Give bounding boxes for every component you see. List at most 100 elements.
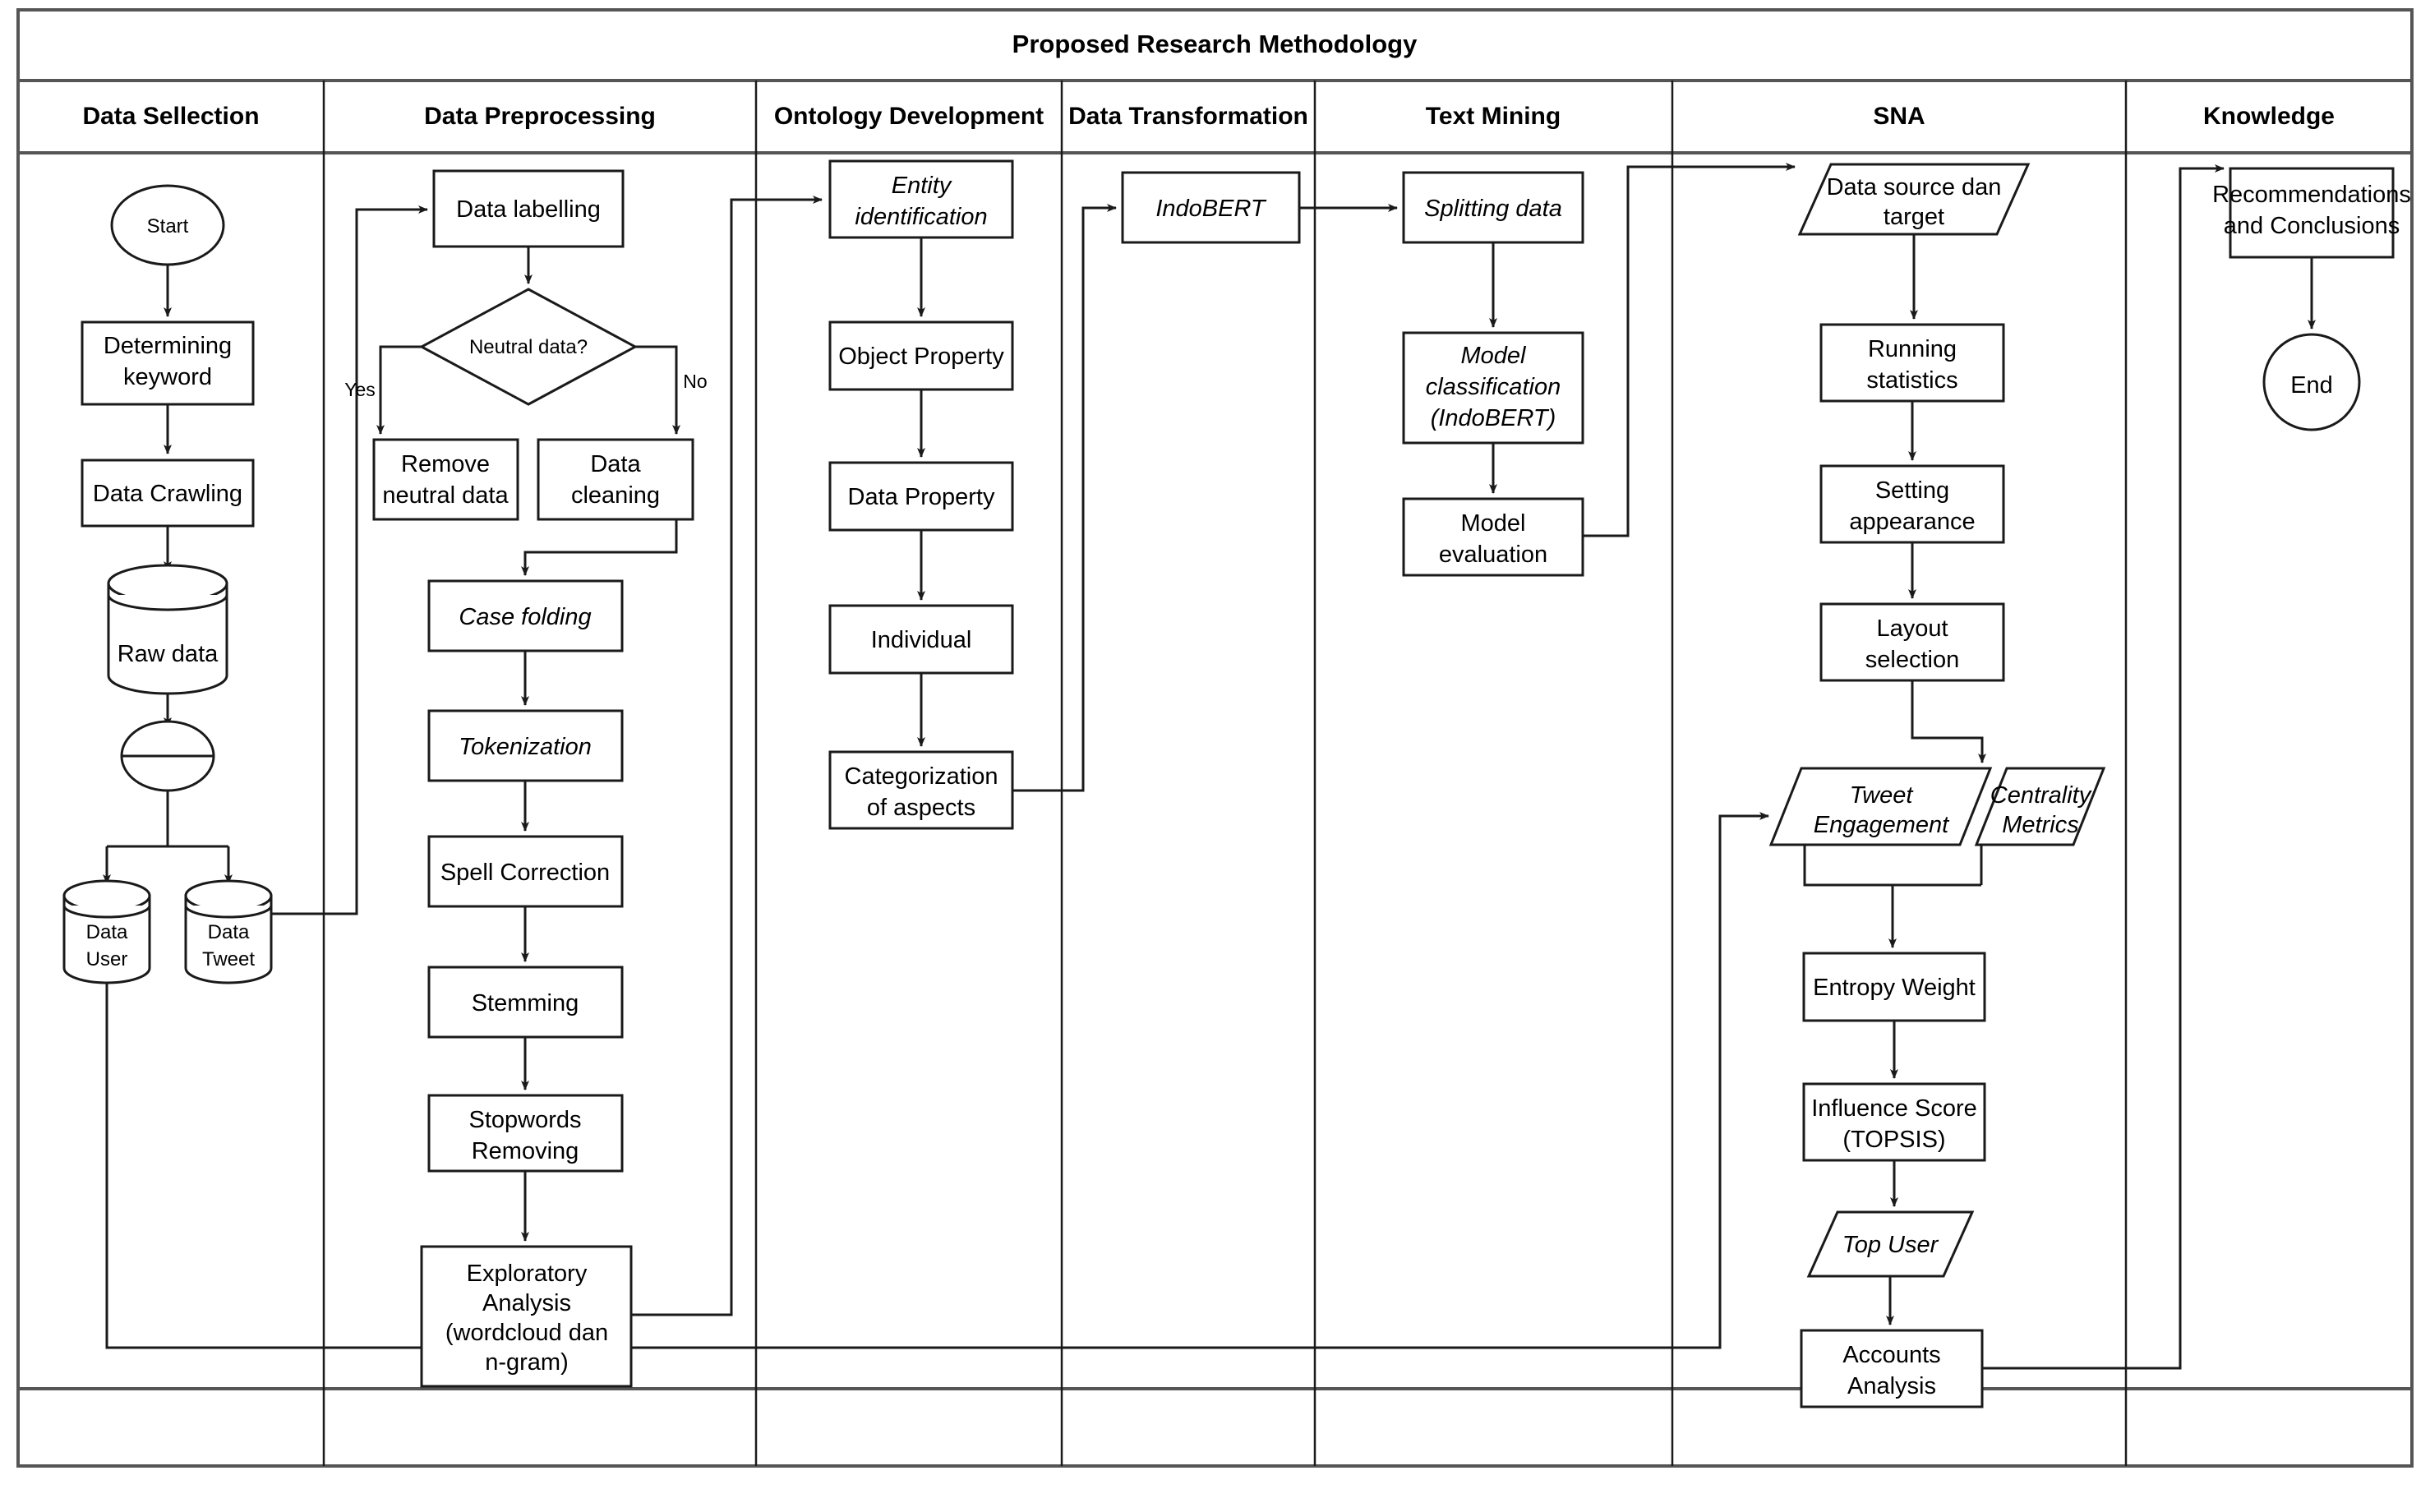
node-data-user: Data User	[62, 879, 151, 984]
node-determining-keyword-line1: Determining	[104, 333, 232, 359]
node-indobert-label: IndoBERT	[1155, 196, 1267, 222]
node-top-user-label: Top User	[1842, 1232, 1939, 1258]
node-data-tweet: Data Tweet	[184, 879, 273, 984]
edge-data-cleaning-to-case-folding	[521, 519, 678, 576]
node-accounts-analysis: Accounts Analysis	[1800, 1329, 1984, 1408]
node-centrality-metrics: Centrality Metrics	[1974, 767, 2106, 846]
node-individual: Individual	[828, 604, 1014, 675]
node-entity-identification-line2: identification	[855, 204, 987, 230]
node-categorization-line1: Categorization	[845, 763, 998, 790]
node-model-evaluation-line2: evaluation	[1439, 542, 1547, 568]
node-tokenization: Tokenization	[427, 709, 624, 782]
node-spell-correction: Spell Correction	[427, 835, 624, 908]
node-determining-keyword-line2: keyword	[123, 364, 212, 390]
node-setting-appearance-line2: appearance	[1849, 509, 1975, 535]
diagram-frame	[16, 8, 2414, 1468]
node-data-source-dan-target: Data source dan target	[1797, 163, 2031, 236]
node-data-cleaning: Data cleaning	[537, 438, 694, 521]
node-data-source-line2: target	[1884, 204, 1944, 230]
node-tweet-engagement: Tweet Engagement	[1768, 767, 1993, 846]
node-setting-appearance-line1: Setting	[1875, 477, 1949, 504]
edge-label-yes: Yes	[344, 379, 376, 400]
node-neutral-data-decision: Neutral data?	[418, 288, 639, 406]
node-tweet-engagement-line1: Tweet	[1850, 782, 1915, 809]
node-model-classification-line1: Model	[1461, 343, 1528, 369]
edge-data-tweet-to-data-labelling	[271, 205, 428, 915]
node-running-statistics-line2: statistics	[1866, 367, 1957, 394]
node-object-property: Object Property	[828, 320, 1014, 391]
edge-label-no: No	[683, 371, 707, 392]
node-influence-score-line2: (TOPSIS)	[1842, 1127, 1945, 1153]
node-stemming-label: Stemming	[472, 990, 579, 1016]
node-exploratory-analysis: Exploratory Analysis (wordcloud dan n-gr…	[420, 1245, 633, 1388]
node-case-folding: Case folding	[427, 579, 624, 652]
node-splitting-data-label: Splitting data	[1424, 196, 1562, 222]
edge-accounts-analysis-to-recommendations	[1982, 164, 2225, 1370]
node-data-labelling: Data labelling	[432, 169, 625, 248]
node-data-property-label: Data Property	[848, 484, 995, 510]
node-start-label: Start	[147, 215, 189, 237]
node-indobert: IndoBERT	[1121, 171, 1301, 244]
node-stopwords-removing-line2: Removing	[472, 1138, 579, 1164]
node-object-property-label: Object Property	[838, 343, 1004, 370]
node-data-tweet-line2: Tweet	[202, 948, 255, 970]
node-splitting-data: Splitting data	[1402, 171, 1584, 244]
lane-title-text-mining: Text Mining	[1426, 103, 1561, 130]
node-data-cleaning-line1: Data	[590, 451, 641, 477]
node-exploratory-analysis-line4: n-gram)	[485, 1349, 569, 1376]
lane-title-data-sellection: Data Sellection	[82, 103, 259, 130]
node-recommendations-line2: and Conclusions	[2224, 213, 2400, 239]
edge-neutral-data-no	[635, 345, 680, 435]
node-data-cleaning-line2: cleaning	[571, 482, 660, 509]
node-recommendations-line1: Recommendations	[2212, 182, 2411, 208]
node-data-labelling-label: Data labelling	[456, 196, 601, 223]
node-data-user-line2: User	[86, 948, 128, 970]
lane-title-data-transformation: Data Transformation	[1068, 103, 1308, 130]
edge-model-evaluation-to-data-source-dan-target	[1583, 163, 1796, 537]
node-tweet-engagement-line2: Engagement	[1814, 812, 1950, 838]
node-individual-label: Individual	[871, 627, 972, 653]
node-case-folding-label: Case folding	[459, 604, 591, 630]
node-model-classification-line2: classification	[1426, 374, 1561, 400]
lane-title-data-preprocessing: Data Preprocessing	[424, 103, 656, 130]
node-entropy-weight-label: Entropy Weight	[1813, 975, 1976, 1001]
node-data-user-line1: Data	[86, 921, 128, 943]
node-start: Start	[110, 184, 225, 266]
node-running-statistics-line1: Running	[1868, 336, 1957, 362]
edge-neutral-data-yes	[376, 345, 422, 435]
node-stopwords-removing-line1: Stopwords	[468, 1107, 581, 1133]
node-determining-keyword: Determining keyword	[81, 320, 255, 406]
node-model-evaluation: Model evaluation	[1402, 497, 1584, 577]
node-categorization-of-aspects: Categorization of aspects	[828, 750, 1014, 830]
edge-categorization-to-indobert	[1012, 204, 1117, 792]
node-accounts-analysis-line1: Accounts	[1842, 1342, 1940, 1368]
node-layout-selection: Layout selection	[1819, 602, 2005, 682]
node-categorization-line2: of aspects	[867, 795, 975, 821]
edge-data-user-to-tweet-engagement	[105, 812, 1769, 1349]
edge-layout-selection-to-centrality-metrics	[1911, 680, 1986, 763]
node-entity-identification-line1: Entity	[892, 173, 952, 199]
node-influence-score-line1: Influence Score	[1811, 1095, 1977, 1122]
node-data-crawling: Data Crawling	[81, 459, 255, 528]
edge-exploratory-analysis-to-entity-identification	[631, 196, 823, 1316]
node-stemming: Stemming	[427, 966, 624, 1039]
node-remove-neutral-data-line1: Remove	[401, 451, 490, 477]
lane-title-ontology-development: Ontology Development	[774, 103, 1044, 130]
node-neutral-data-label: Neutral data?	[469, 336, 588, 358]
lane-title-sna: SNA	[1873, 103, 1925, 130]
lane-title-knowledge: Knowledge	[2203, 103, 2335, 130]
node-entropy-weight: Entropy Weight	[1802, 952, 1986, 1022]
page-title: Proposed Research Methodology	[1012, 30, 1418, 58]
edge-tweet-engagement-merge	[1803, 845, 1981, 887]
node-end: End	[2262, 333, 2361, 431]
node-data-tweet-line1: Data	[208, 921, 250, 943]
node-end-label: End	[2290, 372, 2333, 399]
node-influence-score: Influence Score (TOPSIS)	[1802, 1082, 1986, 1162]
node-data-property: Data Property	[828, 461, 1014, 532]
node-exploratory-analysis-line1: Exploratory	[467, 1261, 588, 1287]
node-raw-data: Raw data	[107, 564, 228, 695]
node-data-crawling-label: Data Crawling	[93, 481, 242, 507]
node-accounts-analysis-line2: Analysis	[1847, 1373, 1936, 1399]
node-spell-correction-label: Spell Correction	[440, 860, 610, 886]
